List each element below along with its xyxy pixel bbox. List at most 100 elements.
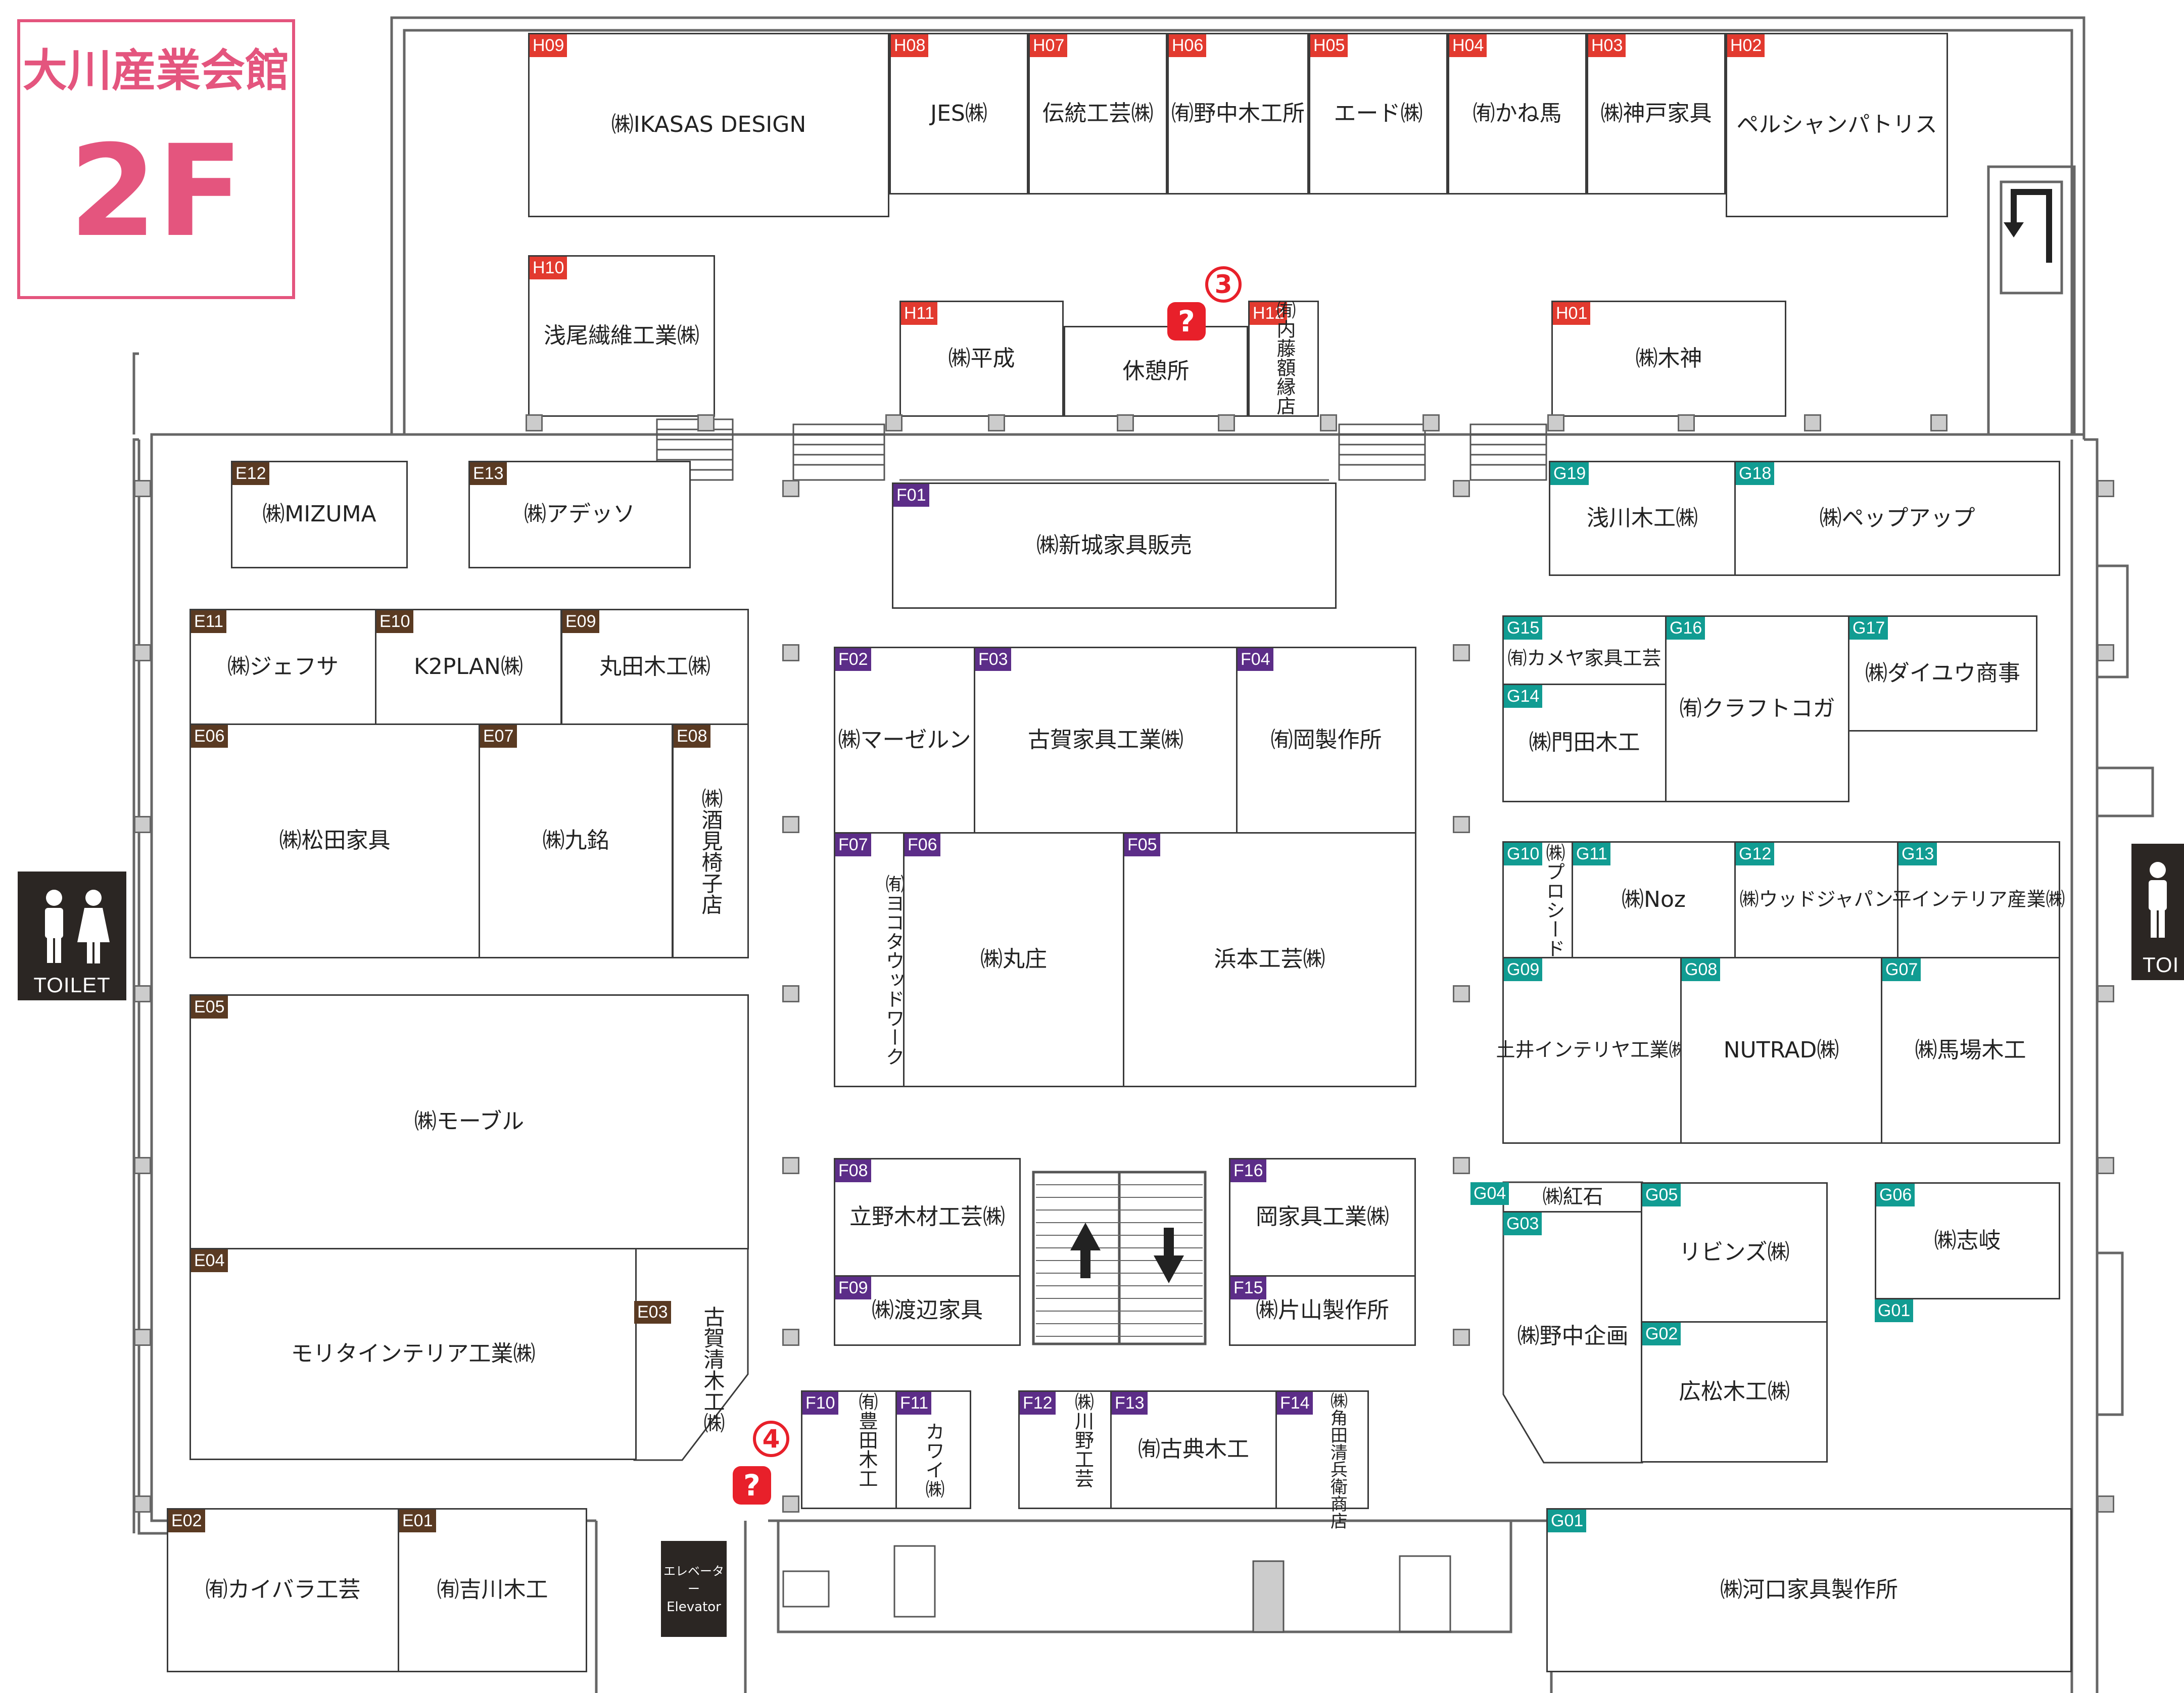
- booth-E11[interactable]: E11㈱ジェフサ: [189, 609, 376, 725]
- booth-name: 立野木材工芸㈱: [849, 1204, 1005, 1230]
- booth-H04[interactable]: H04㈲かね馬: [1448, 33, 1587, 195]
- booth-code: E04: [191, 1249, 228, 1273]
- booth-code: H11: [901, 302, 937, 325]
- toilet-left[interactable]: TOILET: [18, 872, 126, 1000]
- booth-name: 浜本工芸㈱: [1214, 946, 1325, 973]
- toilet-right[interactable]: TOI: [2131, 844, 2184, 980]
- booth-F14[interactable]: F14 ㈱角田清兵衛商店: [1275, 1390, 1369, 1529]
- booth-name: ㈱渡辺家具: [872, 1297, 983, 1323]
- booth-name: ㈱馬場木工: [1915, 1037, 2026, 1063]
- booth-H01[interactable]: H01㈱木神: [1551, 301, 1786, 417]
- booth-G14[interactable]: G14㈱門田木工: [1502, 684, 1667, 802]
- booth-H06[interactable]: H06㈲野中木工所: [1167, 33, 1309, 195]
- booth-name: ㈱角田清兵衛商店: [1327, 1392, 1348, 1529]
- booth-name: ㈱門田木工: [1529, 730, 1640, 756]
- booth-H03[interactable]: H03㈱神戸家具: [1587, 33, 1726, 195]
- booth-code: G07: [1882, 958, 1921, 982]
- booth-name: 平インテリア産業㈱: [1892, 888, 2065, 911]
- rest-area[interactable]: 休憩所: [1064, 326, 1248, 417]
- booth-name: 古賀清木工㈱: [700, 1306, 725, 1433]
- booth-code: E10: [376, 610, 413, 634]
- booth-G18[interactable]: G18㈱ペップアップ: [1734, 461, 2060, 576]
- booth-E07[interactable]: E07㈱九銘: [479, 723, 673, 958]
- booth-name: ㈱神戸家具: [1600, 100, 1712, 126]
- booth-G03[interactable]: G03㈱野中企画: [1503, 1213, 1642, 1460]
- booth-code: F11: [897, 1392, 932, 1415]
- booth-name: NUTRAD㈱: [1723, 1037, 1839, 1063]
- booth-code: F16: [1230, 1159, 1266, 1183]
- booth-F06[interactable]: F06㈱丸庄: [903, 832, 1124, 1087]
- booth-G10[interactable]: G10㈱プロシード: [1502, 841, 1573, 958]
- booth-code: F06: [905, 834, 940, 857]
- booth-G17[interactable]: G17 ㈱ダイユウ商事: [1848, 615, 2037, 732]
- booth-G07[interactable]: G07 ㈱馬場木工: [1881, 957, 2060, 1144]
- info-point-3: 3: [1205, 266, 1242, 303]
- elevator[interactable]: エレベーター Elevator: [661, 1541, 727, 1637]
- booth-G12[interactable]: G12㈱ウッドジャパン: [1734, 841, 1898, 958]
- booth-G04[interactable]: G04㈱紅石: [1470, 1182, 1642, 1213]
- booth-G01[interactable]: G01㈱河口家具製作所: [1546, 1508, 2072, 1672]
- booth-E13[interactable]: E13㈱アデッソ: [468, 461, 691, 568]
- booth-F01[interactable]: F01㈱新城家具販売: [892, 482, 1337, 609]
- booth-F07[interactable]: F07㈲ヨコタウッドワーク: [834, 832, 905, 1087]
- booth-E02[interactable]: E02㈲カイバラ工芸: [167, 1508, 399, 1672]
- booth-code: E09: [562, 610, 599, 634]
- booth-code: E12: [232, 462, 269, 486]
- booth-E06[interactable]: E06㈱松田家具: [189, 723, 480, 958]
- booth-code: H10: [530, 257, 567, 280]
- booth-F12[interactable]: F12㈱川野工芸: [1018, 1390, 1112, 1509]
- booth-E08[interactable]: E08㈱酒見椅子店: [672, 723, 749, 958]
- booth-E05[interactable]: E05㈱モーブル: [189, 994, 749, 1249]
- booth-H12[interactable]: H12㈲内藤額縁店: [1248, 300, 1319, 417]
- booth-F15[interactable]: F15㈱片山製作所: [1229, 1275, 1416, 1346]
- booth-G15[interactable]: G15㈲カメヤ家具工芸: [1502, 615, 1667, 685]
- booth-code: F14: [1277, 1392, 1313, 1415]
- booth-G16[interactable]: G16㈲クラフトコガ: [1665, 615, 1849, 802]
- booth-H09[interactable]: H09㈱IKASAS DESIGN: [528, 33, 889, 217]
- booth-code: H06: [1169, 34, 1207, 58]
- booth-code: E06: [191, 725, 228, 748]
- booth-G06[interactable]: G06㈱志岐: [1875, 1182, 2060, 1299]
- venue-title-panel: 大川産業会館 2F: [17, 19, 295, 299]
- info-icon[interactable]: ?: [733, 1466, 771, 1505]
- booth-H11[interactable]: H11㈱平成: [899, 301, 1064, 417]
- booth-F10[interactable]: F10㈲豊田木工: [801, 1390, 897, 1509]
- booth-E12[interactable]: E12㈱MIZUMA: [231, 461, 408, 568]
- booth-F13[interactable]: F13㈲古典木工: [1110, 1390, 1277, 1509]
- rest-area-label: 休憩所: [1122, 358, 1190, 384]
- booth-name: ㈲カメヤ家具工芸: [1507, 647, 1661, 670]
- booth-F04[interactable]: F04㈲岡製作所: [1236, 647, 1416, 834]
- booth-name: ㈱ダイユウ商事: [1865, 660, 2021, 686]
- booth-name: ㈱木神: [1635, 345, 1702, 371]
- booth-E01[interactable]: E01㈲吉川木工: [398, 1508, 587, 1672]
- info-icon[interactable]: ?: [1167, 302, 1206, 341]
- booth-name: 土井インテリヤ工業㈱: [1496, 1039, 1688, 1061]
- booth-F02[interactable]: F02㈱マーゼルン: [834, 647, 975, 834]
- booth-F09[interactable]: F09㈱渡辺家具: [834, 1275, 1021, 1346]
- booth-name: ㈱モーブル: [414, 1108, 525, 1135]
- booth-code: G17: [1849, 617, 1888, 640]
- booth-code: G10: [1504, 843, 1543, 866]
- booth-G11[interactable]: G11㈱Noz: [1572, 841, 1736, 958]
- booth-code: F13: [1112, 1392, 1148, 1415]
